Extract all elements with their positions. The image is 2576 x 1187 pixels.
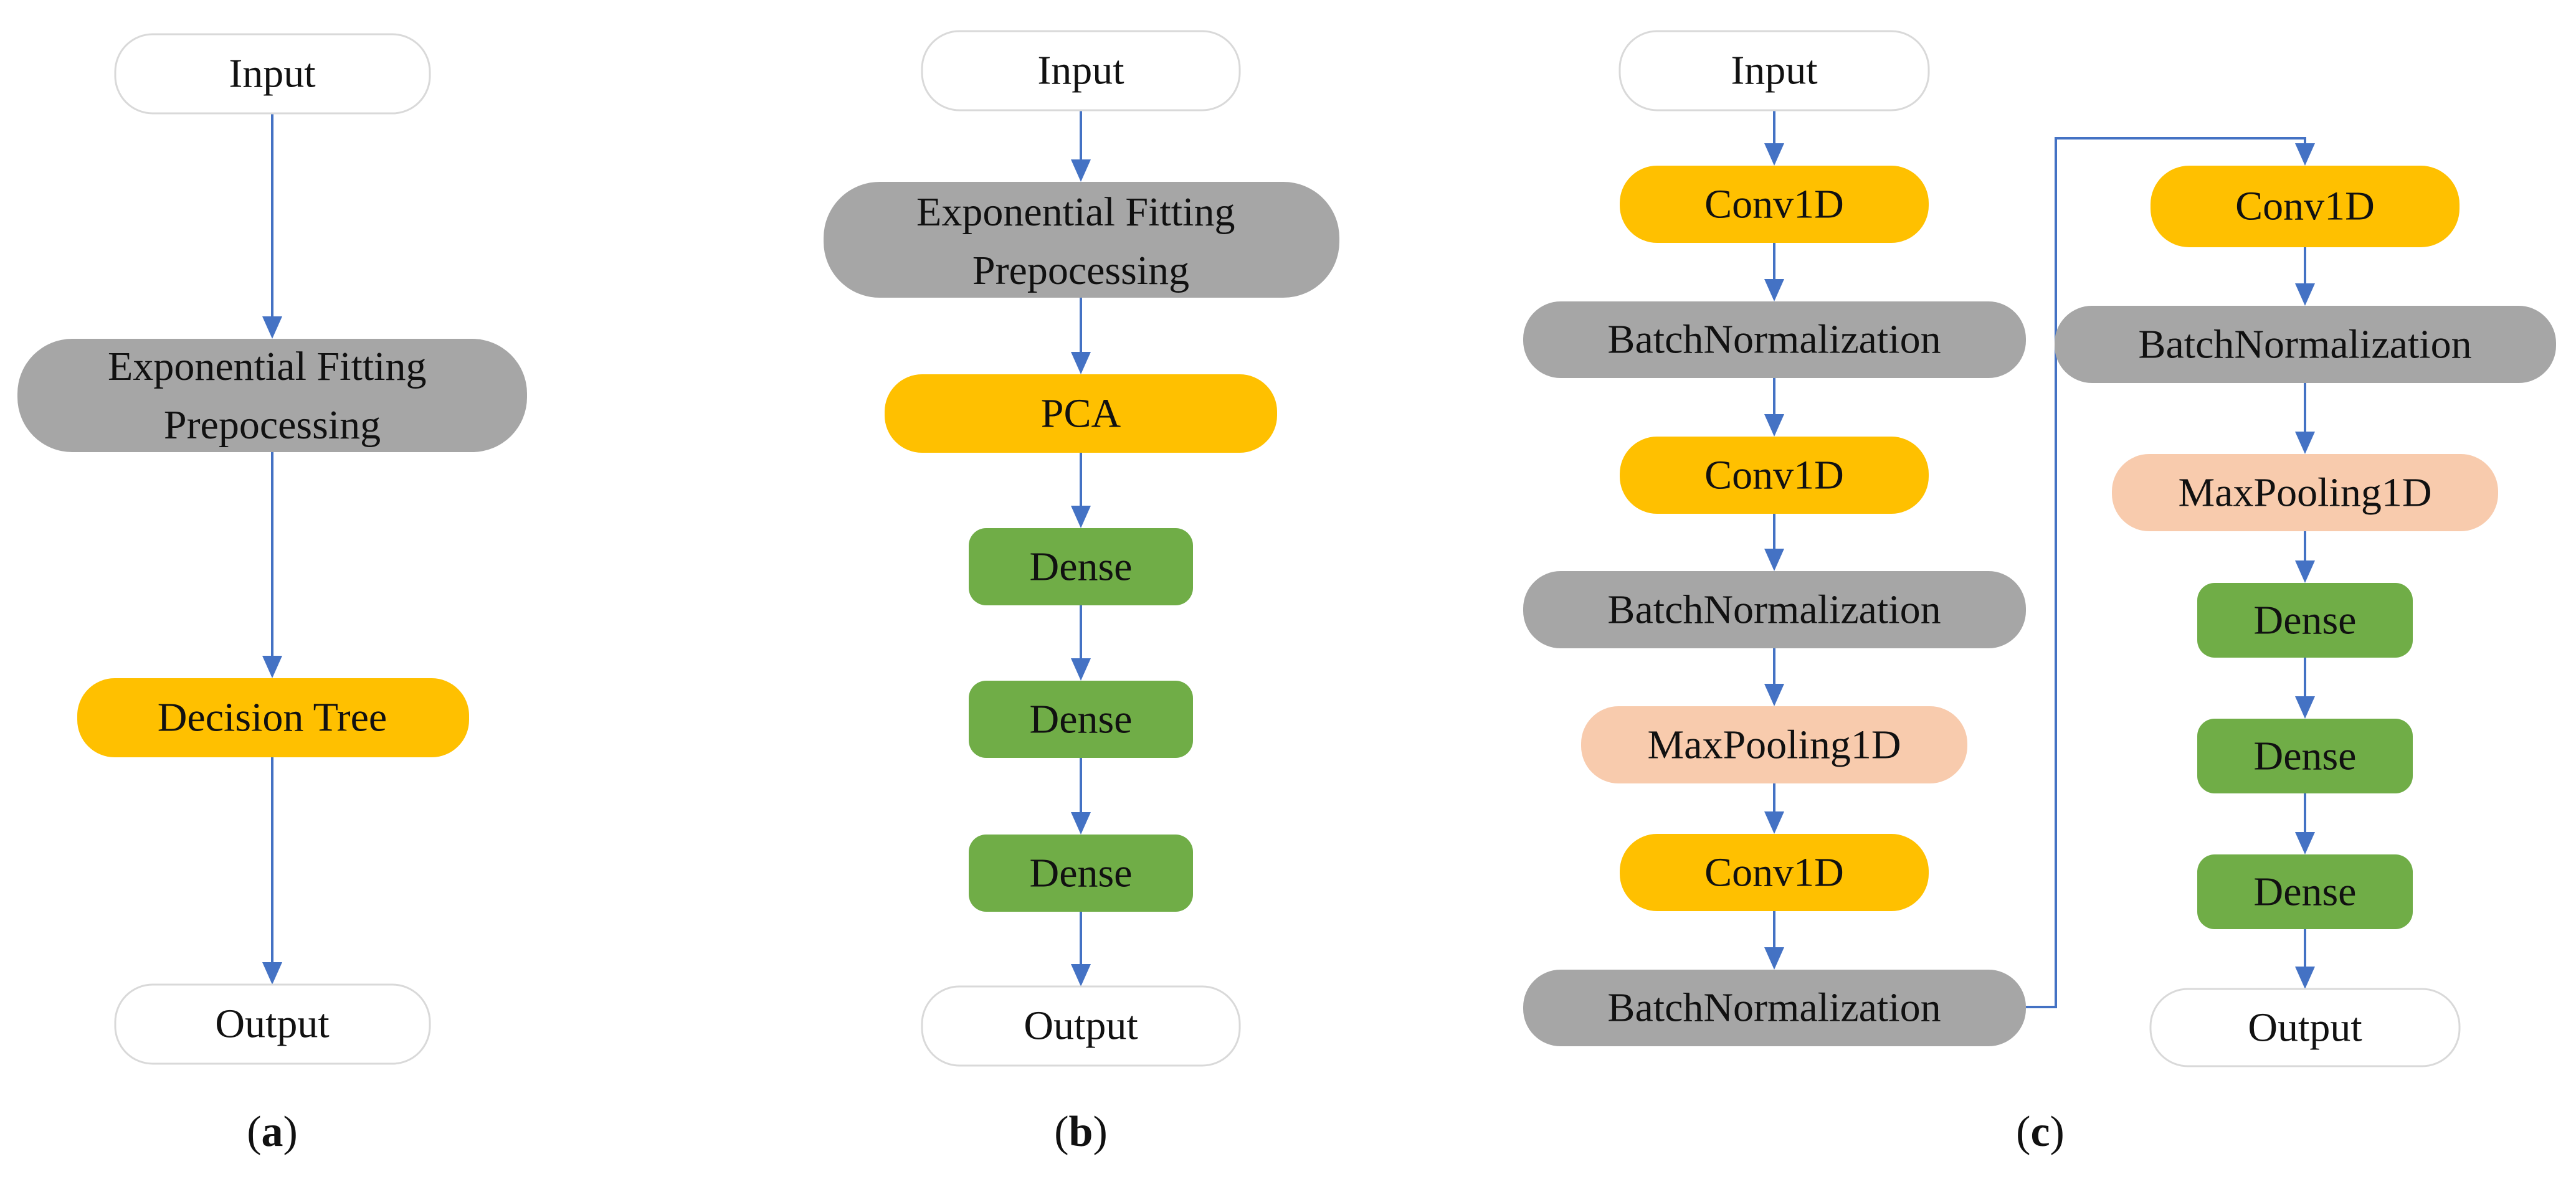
node-c2-dense-2-label: Dense — [2254, 734, 2357, 779]
node-c2-output: Output — [2149, 988, 2461, 1067]
node-c1-conv1d-3: Conv1D — [1620, 834, 1929, 911]
svg-text:(a): (a) — [247, 1108, 298, 1156]
caption-a-letter: a — [262, 1108, 283, 1156]
node-a-input-label: Input — [229, 51, 315, 97]
caption-b-open-paren: ( — [1054, 1108, 1068, 1156]
node-c1-maxpooling: MaxPooling1D — [1581, 706, 1967, 783]
node-c1-conv1d-2: Conv1D — [1620, 437, 1929, 514]
node-a-input: Input — [114, 33, 431, 115]
panel-c: Input Conv1D BatchNormalization Conv1D B… — [1523, 30, 2556, 1156]
caption-b: (b) — [1054, 1108, 1108, 1156]
node-b-preprocessing-label: Exponential Fitting Prepocessing — [916, 189, 1245, 293]
node-c2-conv1d-label: Conv1D — [2235, 184, 2375, 229]
node-b-dense-2: Dense — [969, 681, 1193, 758]
caption-b-letter: b — [1069, 1108, 1093, 1156]
node-c2-batchnorm-label: BatchNormalization — [2138, 322, 2471, 367]
node-c1-conv1d-2-label: Conv1D — [1704, 453, 1844, 498]
panel-a: Input Exponential Fitting Prepocessing D… — [17, 33, 527, 1156]
caption-c-letter: c — [2030, 1108, 2050, 1156]
node-b-dense-3-label: Dense — [1030, 851, 1133, 896]
node-b-pca-label: PCA — [1041, 391, 1121, 437]
caption-a-open-paren: ( — [247, 1108, 261, 1156]
node-c1-conv1d-3-label: Conv1D — [1704, 850, 1844, 896]
node-c2-dense-1-label: Dense — [2254, 598, 2357, 643]
node-c1-batchnorm-1: BatchNormalization — [1523, 301, 2026, 378]
node-c2-dense-1: Dense — [2197, 583, 2413, 658]
node-b-dense-1: Dense — [969, 528, 1193, 605]
node-a-decision-tree: Decision Tree — [77, 678, 469, 757]
svg-text:(b): (b) — [1054, 1108, 1108, 1156]
node-c2-batchnorm: BatchNormalization — [2055, 306, 2556, 383]
node-a-preprocessing-line2: Prepocessing — [164, 402, 381, 448]
node-b-output-label: Output — [1024, 1003, 1138, 1049]
node-b-pca: PCA — [885, 374, 1277, 453]
node-b-input-label: Input — [1037, 48, 1124, 93]
node-c2-dense-3-label: Dense — [2254, 869, 2357, 915]
caption-c-open-paren: ( — [2016, 1108, 2030, 1156]
node-c2-output-label: Output — [2248, 1005, 2362, 1051]
node-b-dense-3: Dense — [969, 835, 1193, 912]
node-a-preprocessing-label: Exponential Fitting Prepocessing — [108, 344, 437, 448]
node-b-preprocessing-line2: Prepocessing — [972, 248, 1189, 293]
node-a-output-label: Output — [215, 1001, 329, 1047]
node-c1-input: Input — [1618, 30, 1930, 111]
node-c1-conv1d-1-label: Conv1D — [1704, 182, 1844, 227]
caption-c-close-paren: ) — [2050, 1108, 2065, 1156]
node-b-preprocessing-line1: Exponential Fitting — [916, 189, 1235, 235]
node-c1-batchnorm-3: BatchNormalization — [1523, 970, 2026, 1046]
node-b-dense-1-label: Dense — [1030, 544, 1133, 590]
connector-c-column1-to-column2 — [2026, 137, 2315, 1008]
node-c1-batchnorm-2: BatchNormalization — [1523, 571, 2026, 648]
node-c2-conv1d: Conv1D — [2151, 166, 2460, 247]
caption-b-close-paren: ) — [1093, 1108, 1107, 1156]
node-b-preprocessing: Exponential Fitting Prepocessing — [824, 182, 1339, 298]
node-c1-batchnorm-3-label: BatchNormalization — [1607, 985, 1941, 1031]
node-a-decision-tree-label: Decision Tree — [158, 695, 387, 740]
node-b-input: Input — [921, 30, 1241, 111]
node-c2-dense-3: Dense — [2197, 854, 2413, 929]
node-c1-batchnorm-1-label: BatchNormalization — [1607, 317, 1941, 362]
node-c2-dense-2: Dense — [2197, 719, 2413, 793]
caption-c: (c) — [2016, 1108, 2065, 1156]
panel-b: Input Exponential Fitting Prepocessing P… — [824, 30, 1339, 1156]
node-b-dense-2-label: Dense — [1030, 697, 1133, 742]
node-c1-input-label: Input — [1731, 48, 1817, 93]
node-c2-maxpooling-label: MaxPooling1D — [2178, 470, 2431, 516]
node-a-preprocessing-line1: Exponential Fitting — [108, 344, 426, 389]
svg-text:(c): (c) — [2016, 1108, 2065, 1156]
caption-a: (a) — [247, 1108, 298, 1156]
node-a-output: Output — [114, 983, 431, 1065]
node-c1-conv1d-1: Conv1D — [1620, 166, 1929, 243]
node-c1-batchnorm-2-label: BatchNormalization — [1607, 587, 1941, 633]
caption-a-close-paren: ) — [283, 1108, 298, 1156]
node-a-preprocessing: Exponential Fitting Prepocessing — [17, 339, 527, 452]
node-c2-maxpooling: MaxPooling1D — [2112, 454, 2498, 531]
node-b-output: Output — [921, 985, 1241, 1067]
node-c1-maxpooling-label: MaxPooling1D — [1647, 722, 1901, 768]
